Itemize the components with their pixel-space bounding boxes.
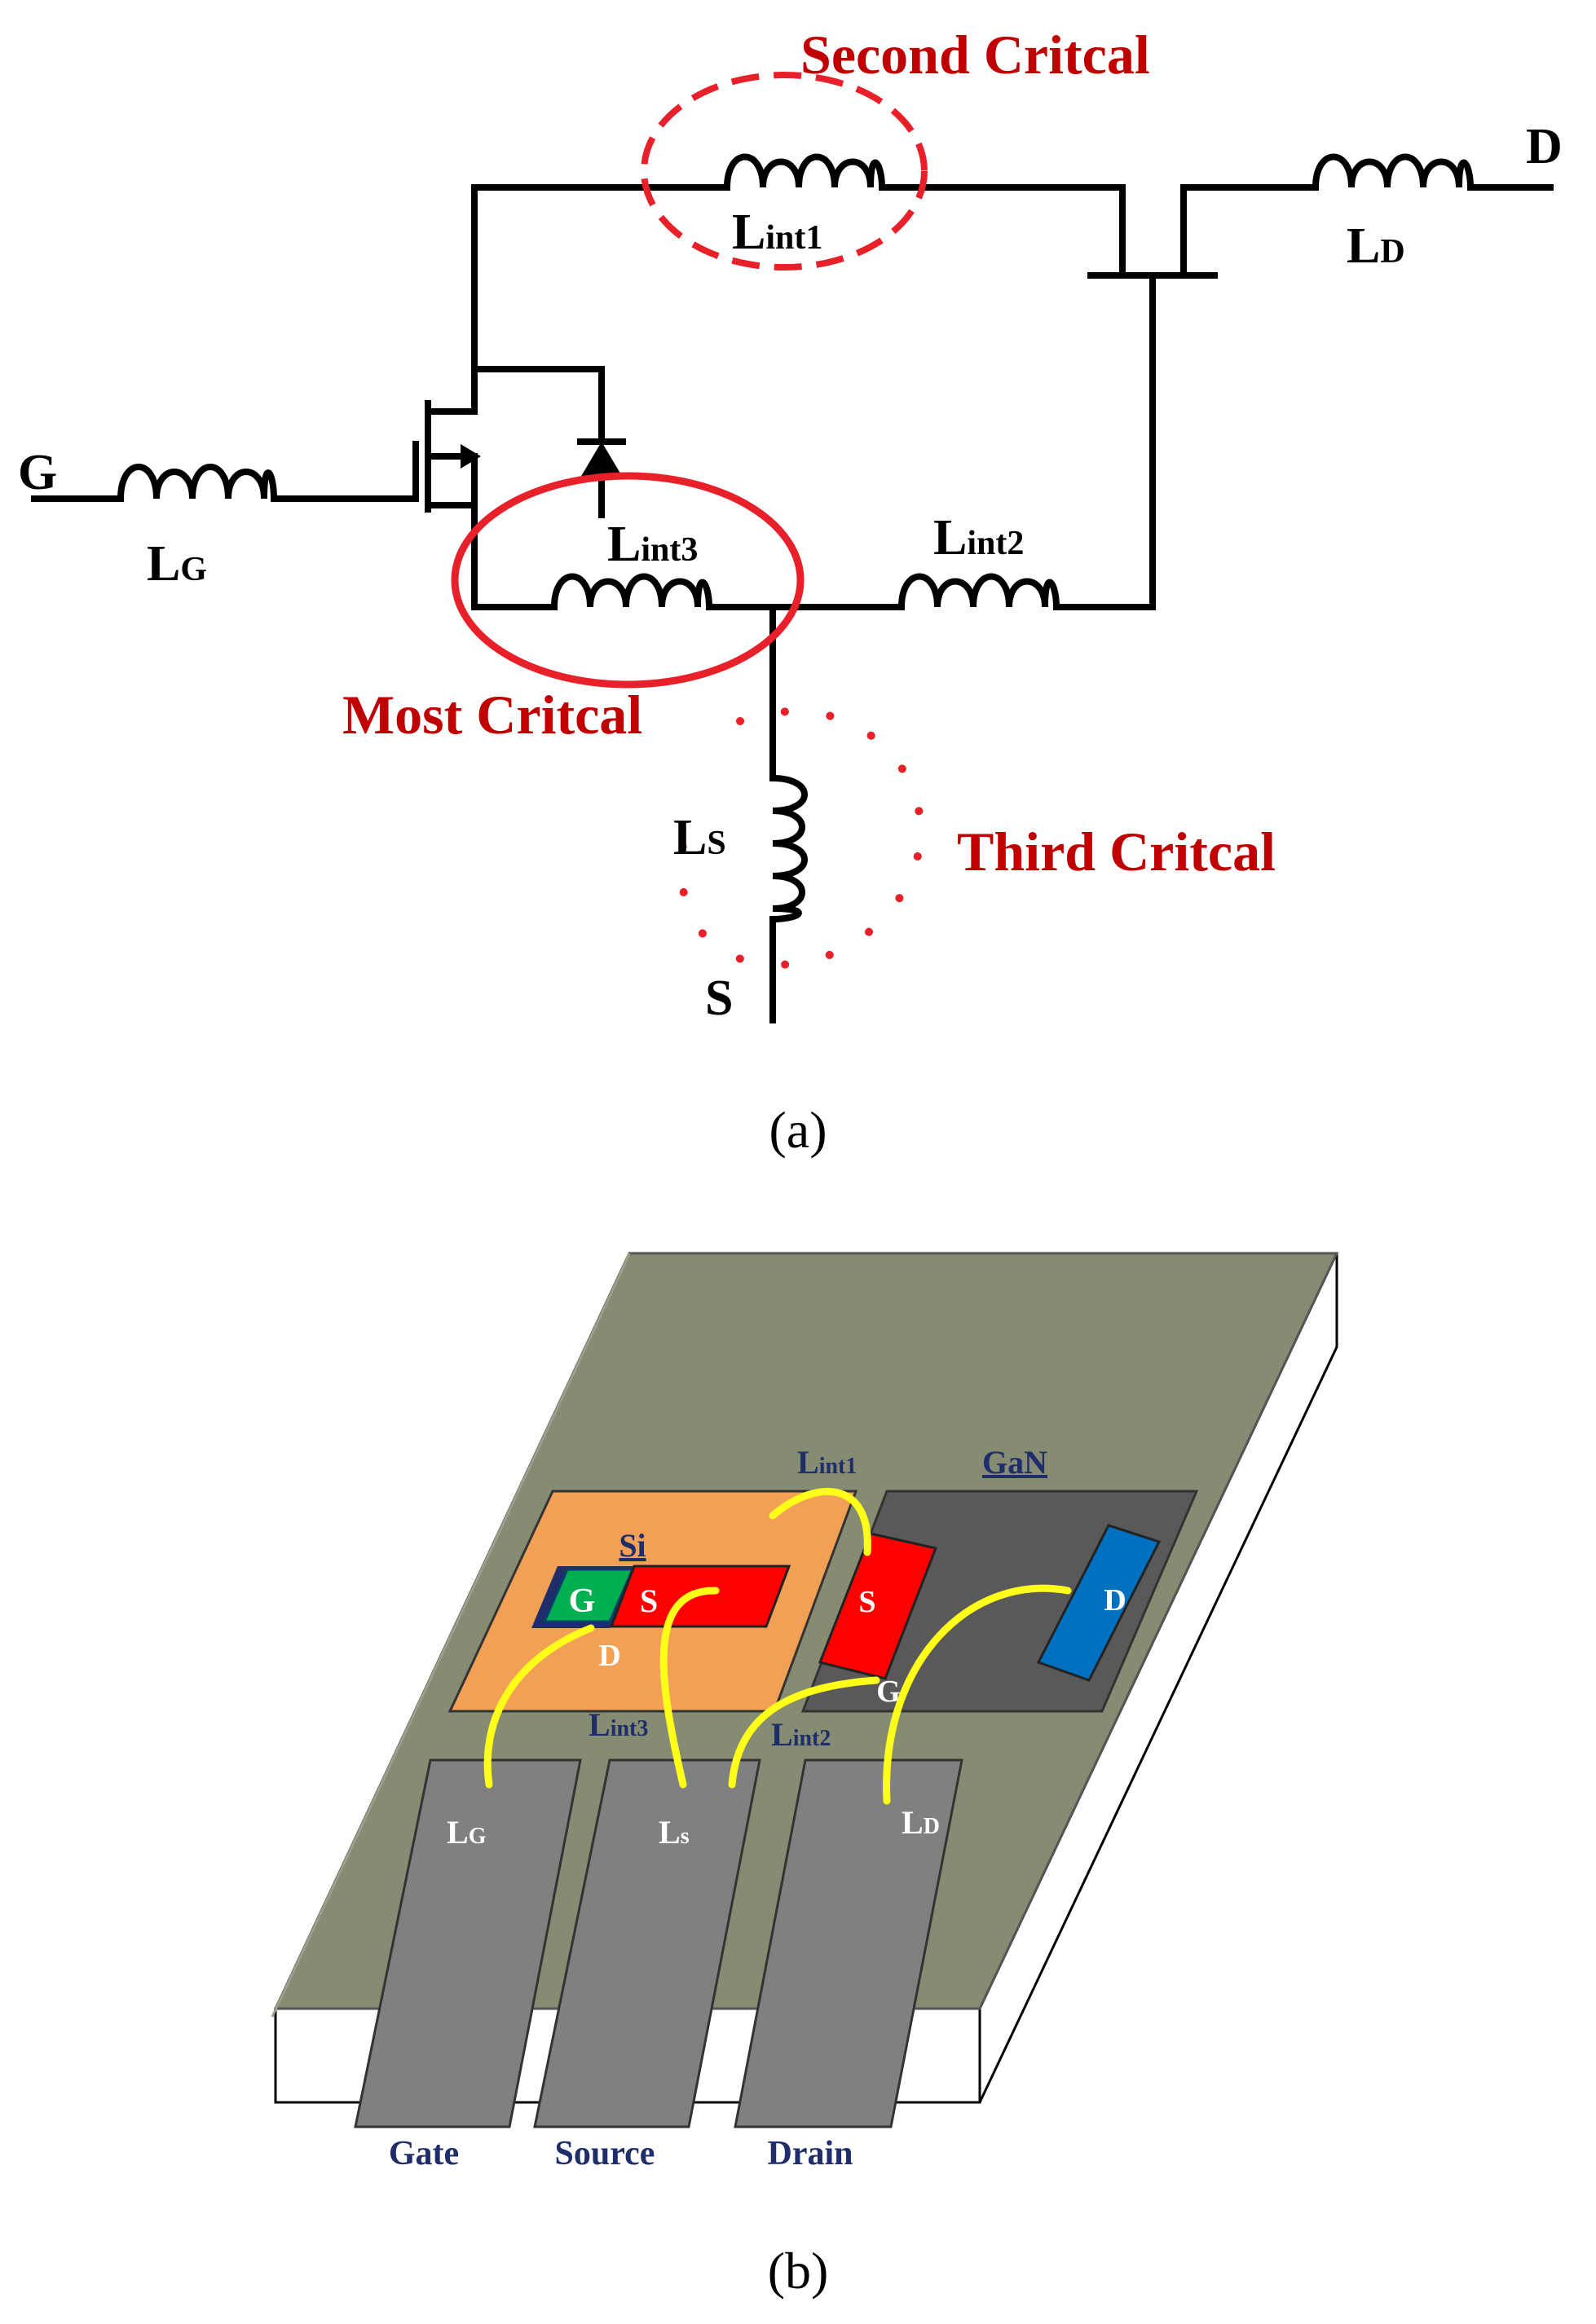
source-lead-label: Source [555,2135,655,2172]
lint2-label: Lint2 [933,510,1024,566]
lint1-bond-wire [769,1488,871,1556]
lint3-label: Lint3 [607,517,698,572]
ld-label: LD [1347,218,1405,274]
ld-bond-wire [883,1584,1072,1805]
source-terminal-label: S [705,971,733,1026]
circuit-schematic: G D S LG LD LS Lint1 Lint2 Lint3 Second … [18,24,1563,1026]
third-critical-highlight [677,707,925,969]
ld-bond-label: LD [902,1804,940,1841]
si-source-pad [609,1565,791,1628]
ld-inductor [1312,153,1474,188]
lint2-bond-label: Lint2 [771,1716,831,1753]
most-critical-highlight [451,472,805,689]
gate-lead [354,1758,582,2128]
gan-die-label: GaN [982,1444,1047,1481]
lint1-label: Lint1 [732,205,822,260]
lg-bond-label: LG [447,1814,487,1851]
lint2-inductor [898,573,1060,608]
most-critical-label: Most Critcal [342,684,642,746]
panel-a-caption: (a) [769,1101,827,1159]
ls-bond-label: Ls [659,1814,690,1851]
gan-source-pad [818,1532,938,1680]
lint3-bond-label: Lint3 [589,1706,648,1743]
si-gate-pad [542,1568,635,1623]
lint3-inductor [551,573,712,608]
body-diode-symbol [471,366,626,518]
si-source-pad-label: S [640,1582,658,1619]
ls-label: LS [673,810,726,865]
gan-drain-pad [1036,1524,1162,1682]
panel-b-caption: (b) [768,2242,829,2300]
second-critical-highlight [641,72,928,271]
lint3-bond-wire [659,1587,720,1789]
si-mosfet-symbol [412,184,481,606]
gate-terminal-label: G [18,445,57,500]
ls-inductor [772,775,808,922]
drain-terminal-label: D [1526,119,1563,174]
gan-source-pad-label: S [858,1585,875,1619]
source-lead [533,1758,761,2128]
si-die-label: Si [619,1527,646,1564]
second-critical-label: Second Critcal [800,24,1150,86]
lint2-bond-wire [728,1676,880,1789]
drain-lead [734,1758,963,2128]
si-gate-pad-label: G [569,1582,596,1620]
third-critical-label: Third Critcal [957,821,1276,883]
gan-drain-pad-label: D [1104,1583,1126,1618]
lint1-inductor [724,153,885,188]
si-drain-pad-label: D [598,1639,620,1673]
drain-lead-label: Drain [768,2135,853,2172]
gan-gate-pad-label: G [876,1675,901,1709]
lg-inductor [117,464,277,500]
lg-label: LG [147,536,207,592]
lg-bond-wire [483,1624,595,1789]
gate-lead-label: Gate [389,2135,459,2172]
package-layout: Si GaN G S D S D G Lint1 Lint3 Lint2 LG … [271,1252,1339,2172]
gan-hemt-symbol [1087,184,1218,606]
lint1-bond-label: Lint1 [797,1444,857,1481]
